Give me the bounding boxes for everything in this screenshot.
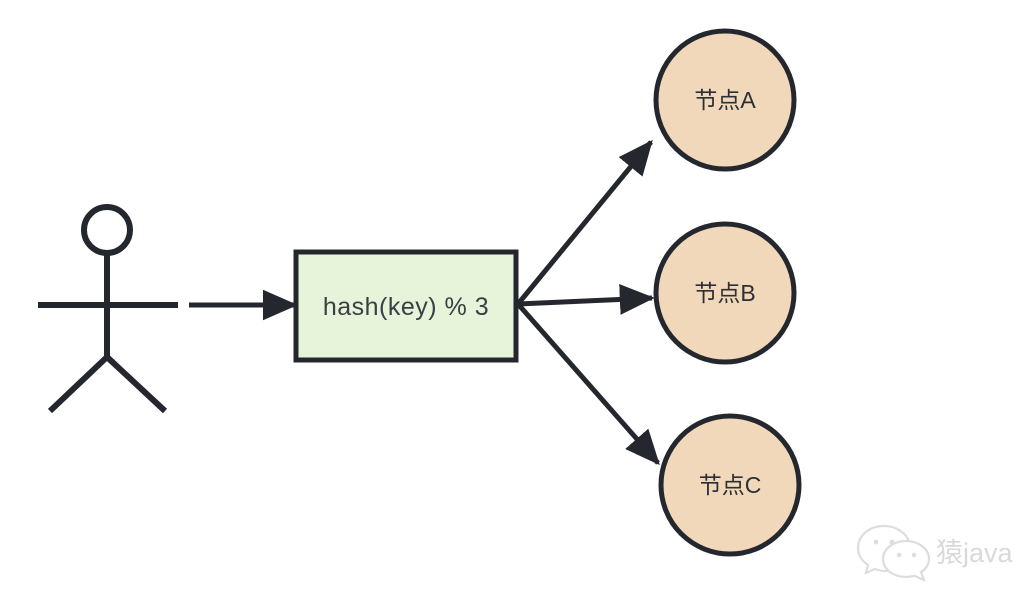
node-a-circle[interactable] [653,28,797,172]
node-c-circle[interactable] [658,413,802,557]
edge-hash-box-to-node-a [516,139,653,306]
process-box-hash[interactable]: hash(key) % 3 [293,249,519,363]
watermark: 猿java [856,524,1014,583]
node-c[interactable]: 节点C [658,413,802,557]
node-b[interactable]: 节点B [653,221,797,365]
node-b-circle[interactable] [653,221,797,365]
watermark-text: 猿java [936,538,1014,568]
process-box-rect[interactable] [293,249,519,363]
stick-figure-leg-left [47,354,110,414]
process-box-label: hash(key) % 3 [323,293,489,321]
node-b-label: 节点B [694,280,755,306]
stick-figure-leg-right [104,354,168,414]
node-a[interactable]: 节点A [653,28,797,172]
node-c-label: 节点C [699,472,762,498]
stick-figure-head [81,204,133,256]
node-a-label: 节点A [694,87,756,113]
edge-hash-box-to-node-c [516,302,660,466]
wechat-icon [856,524,931,583]
edge-hash-box-to-node-b [517,284,655,315]
stick-figure-client [38,204,178,414]
